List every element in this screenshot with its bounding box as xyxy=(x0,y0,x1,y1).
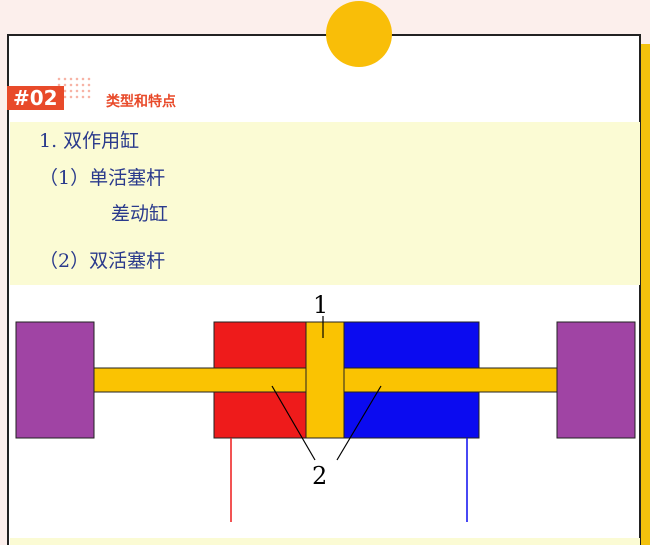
label-piston: 1 xyxy=(313,291,328,319)
piston xyxy=(305,321,345,439)
section-title: 类型和特点 xyxy=(106,94,176,110)
item-single-rod: （1）单活塞杆 xyxy=(39,167,166,189)
label-rods: 2 xyxy=(312,462,327,490)
right-end-block xyxy=(556,321,636,439)
leader-line-2a xyxy=(271,385,316,461)
left-piston-rod xyxy=(93,367,307,393)
section-number-tag: #02 xyxy=(7,86,64,110)
slide-card xyxy=(7,34,641,545)
card-shadow xyxy=(641,44,650,545)
item-double-rod: （2）双活塞杆 xyxy=(39,250,166,272)
item-double-acting-cylinder: 1. 双作用缸 xyxy=(39,130,140,152)
left-end-block xyxy=(15,321,95,439)
leader-line-2b xyxy=(336,385,382,461)
text-highlight-box xyxy=(10,122,640,285)
item-differential-cylinder: 差动缸 xyxy=(111,203,169,225)
sun-decoration xyxy=(326,1,392,67)
bottom-highlight-strip xyxy=(10,538,640,545)
right-piston-rod xyxy=(343,367,558,393)
